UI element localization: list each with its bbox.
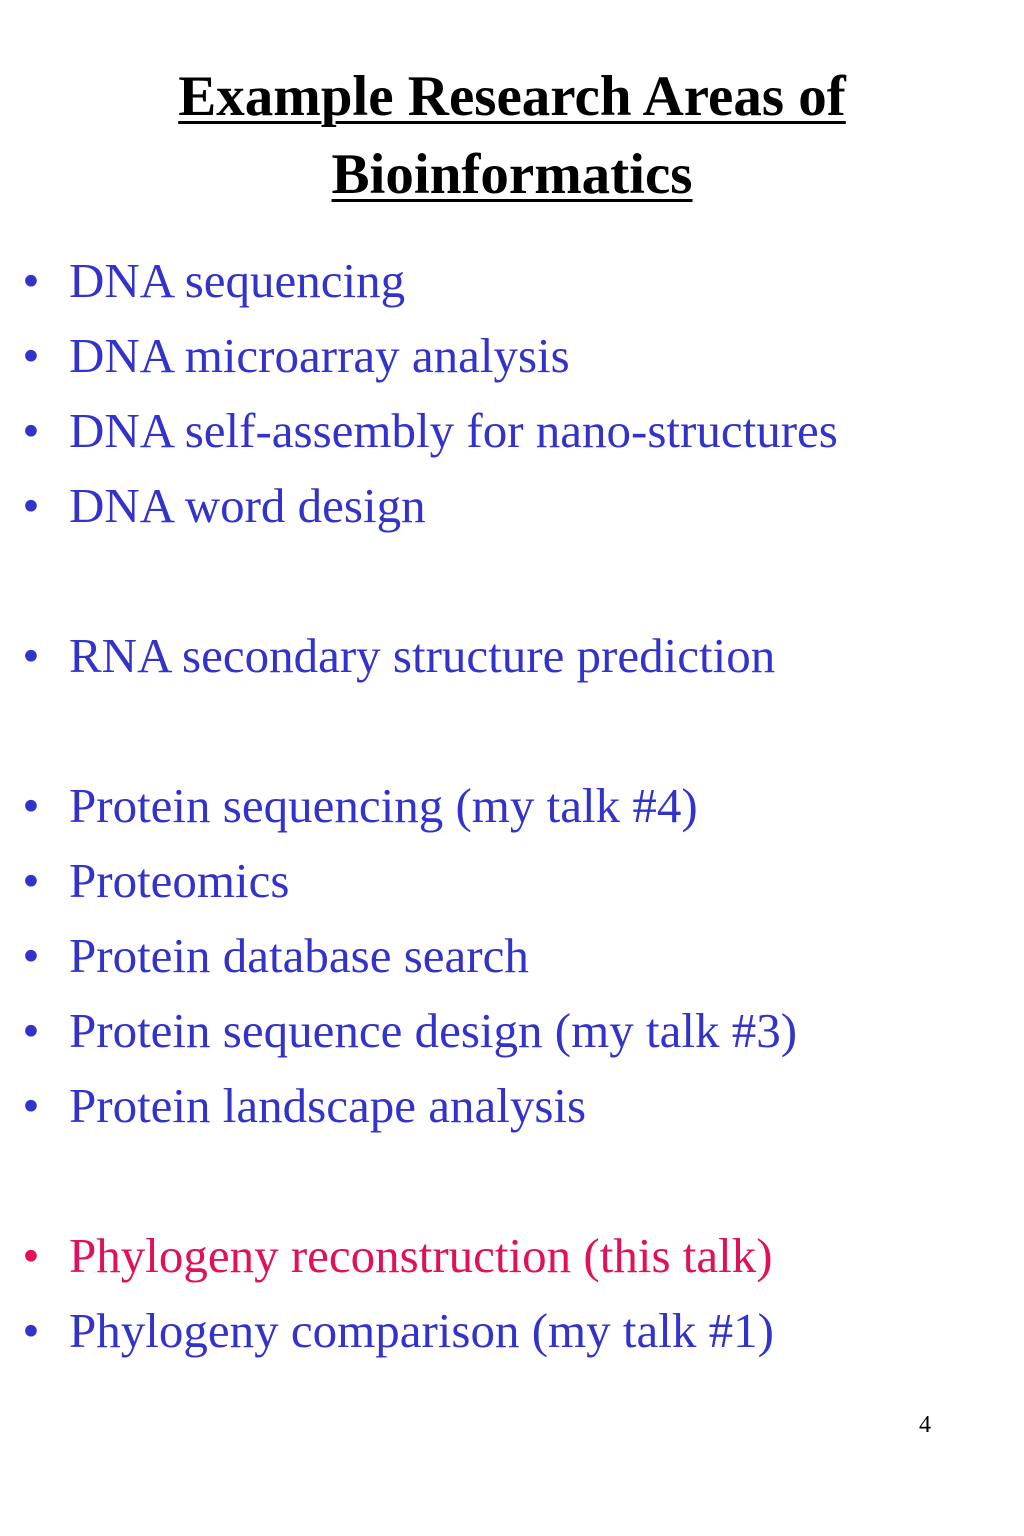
bullet-dot-icon: • (22, 478, 40, 533)
bullet-text: DNA self-assembly for nano-structures (69, 403, 838, 458)
bullet-item-dna-word-design: • DNA word design (0, 473, 1024, 539)
bullet-text: Phylogeny comparison (my talk #1) (69, 1303, 774, 1358)
bullet-item-dna-sequencing: • DNA sequencing (0, 248, 1024, 314)
bullet-item-rna-structure: • RNA secondary structure prediction (0, 623, 1024, 689)
bullet-dot-icon: • (22, 1228, 40, 1283)
bullet-item-protein-sequence-design: • Protein sequence design (my talk #3) (0, 998, 1024, 1064)
bullet-text: Protein database search (69, 928, 529, 983)
bullet-item-protein-sequencing: • Protein sequencing (my talk #4) (0, 773, 1024, 839)
bullet-item-dna-microarray: • DNA microarray analysis (0, 323, 1024, 389)
bullet-item-protein-database-search: • Protein database search (0, 923, 1024, 989)
bullet-item-phylogeny-comparison: • Phylogeny comparison (my talk #1) (0, 1298, 1024, 1364)
slide-title: Example Research Areas of Bioinformatics (0, 58, 1024, 214)
bullet-dot-icon: • (22, 253, 40, 308)
bullet-item-proteomics: • Proteomics (0, 848, 1024, 914)
bullet-dot-icon: • (22, 1078, 40, 1133)
bullet-item-protein-landscape: • Protein landscape analysis (0, 1073, 1024, 1139)
bullet-text: Protein landscape analysis (69, 1078, 587, 1133)
bullet-dot-icon: • (22, 778, 40, 833)
slide-title-line-2: Bioinformatics (331, 143, 693, 206)
bullet-dot-icon: • (22, 1003, 40, 1058)
bullet-dot-icon: • (22, 1303, 40, 1358)
bullet-text: Phylogeny reconstruction (this talk) (69, 1228, 773, 1283)
bullet-text: DNA sequencing (69, 253, 406, 308)
bullet-dot-icon: • (22, 328, 40, 383)
bullet-item-dna-self-assembly: • DNA self-assembly for nano-structures (0, 398, 1024, 464)
bullet-dot-icon: • (22, 853, 40, 908)
bullet-text: DNA microarray analysis (69, 328, 570, 383)
bullet-text: Protein sequence design (my talk #3) (69, 1003, 798, 1058)
bullet-dot-icon: • (22, 628, 40, 683)
bullet-text: Protein sequencing (my talk #4) (69, 778, 698, 833)
page-number: 4 (919, 1412, 931, 1438)
bullet-dot-icon: • (22, 928, 40, 983)
bullet-text: DNA word design (69, 478, 426, 533)
bullet-text: RNA secondary structure prediction (69, 628, 776, 683)
slide-title-line-1: Example Research Areas of (178, 65, 846, 128)
bullet-text: Proteomics (69, 853, 290, 908)
bullet-dot-icon: • (22, 403, 40, 458)
bullet-item-phylogeny-reconstruction: • Phylogeny reconstruction (this talk) (0, 1223, 1024, 1289)
